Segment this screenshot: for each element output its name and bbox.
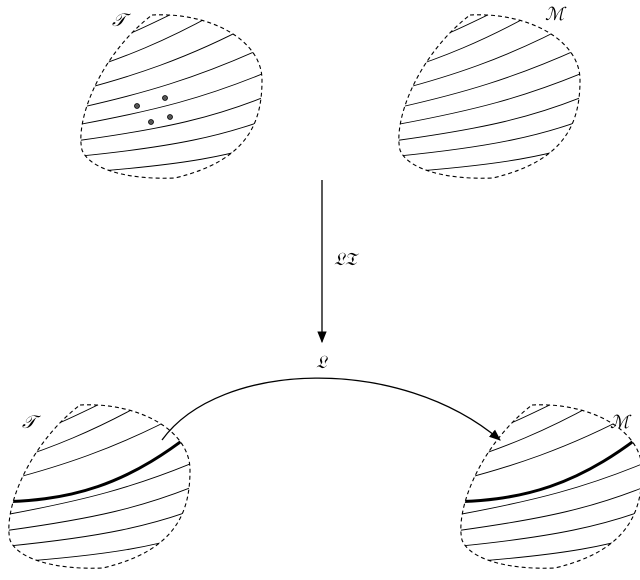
- sample-point: [148, 119, 154, 125]
- sample-point: [167, 114, 173, 120]
- blob-top-left: [80, 14, 263, 179]
- label-bottom-right-space: ℳ: [610, 412, 632, 433]
- label-curved-map: 𝔏: [316, 352, 329, 373]
- sample-point: [134, 103, 140, 109]
- label-bottom-left-space: 𝒯: [22, 412, 41, 433]
- label-top-left-space: 𝒯: [112, 10, 131, 31]
- blob-top-right: [398, 14, 581, 179]
- label-top-right-space: ℳ: [545, 4, 567, 25]
- sample-point: [162, 95, 168, 101]
- label-vertical-map: 𝔏𝔗: [334, 249, 360, 270]
- curved-arrow: [161, 377, 501, 441]
